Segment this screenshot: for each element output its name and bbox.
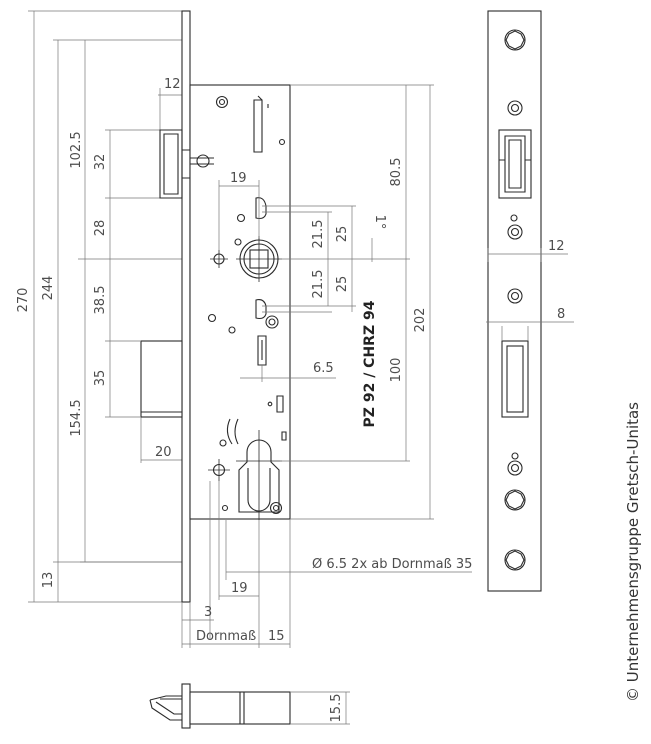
dim-1-degree: 1° — [372, 215, 387, 230]
dim-19-top: 19 — [230, 171, 247, 186]
dim-8-right: 8 — [557, 307, 565, 322]
lock-top-view — [149, 683, 350, 729]
dim-15-5: 15.5 — [329, 694, 344, 723]
dim-15: 15 — [268, 629, 285, 644]
hole-note: Ø 6.5 2x ab Dornmaß 35 — [312, 557, 472, 572]
copyright-text: © Unternehmensgruppe Gretsch-Unitas — [624, 402, 642, 702]
dim-25-b: 25 — [335, 276, 350, 293]
dim-21-5-b: 21.5 — [311, 270, 326, 299]
dornmass-label: Dornmaß — [196, 629, 256, 644]
faceplate-dimensions — [486, 248, 574, 341]
dim-25-a: 25 — [335, 226, 350, 243]
dim-35: 35 — [93, 370, 108, 387]
dim-6-5: 6.5 — [313, 361, 334, 376]
dim-20: 20 — [155, 445, 172, 460]
dim-19-bottom: 19 — [231, 581, 248, 596]
dim-154-5: 154.5 — [69, 399, 84, 436]
dim-12-top: 12 — [164, 77, 181, 92]
dim-202: 202 — [413, 308, 428, 333]
dim-21-5-a: 21.5 — [311, 220, 326, 249]
lock-body — [140, 10, 291, 603]
dim-100: 100 — [389, 358, 404, 383]
dim-244: 244 — [41, 276, 56, 301]
dim-38-5: 38.5 — [93, 286, 108, 315]
cylinder-label: PZ 92 / CHRZ 94 — [362, 300, 378, 427]
dim-28: 28 — [93, 220, 108, 237]
body-dimension-texts: 19 21.5 25 1° 21.5 25 80.5 202 100 PZ 92… — [196, 158, 472, 644]
dim-3: 3 — [204, 605, 212, 620]
dim-270: 270 — [16, 288, 31, 313]
body-dimension-lines — [181, 84, 472, 648]
left-dimension-texts: 270 244 102.5 32 28 38.5 35 154.5 13 12 … — [16, 77, 181, 588]
dim-13: 13 — [41, 572, 56, 589]
dim-12-right: 12 — [548, 239, 565, 254]
dim-80-5: 80.5 — [389, 158, 404, 187]
faceplate-front-view — [487, 10, 542, 592]
dim-32: 32 — [93, 154, 108, 171]
dim-102-5: 102.5 — [69, 131, 84, 168]
